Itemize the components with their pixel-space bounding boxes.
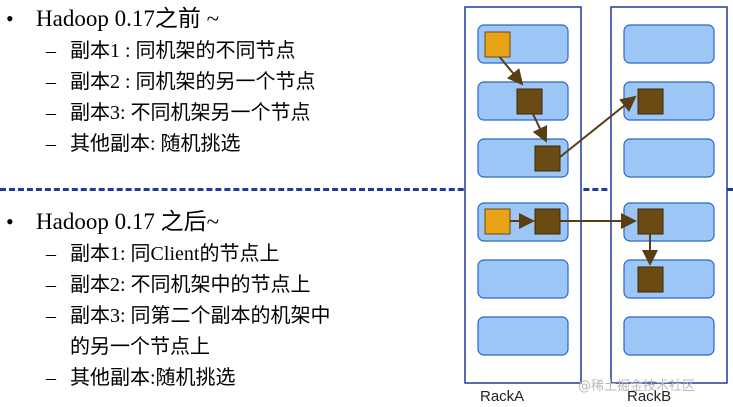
title-text: Hadoop 0.17 之后~ xyxy=(36,209,220,234)
item-text: 副本2 : 同机架的另一个节点 xyxy=(70,71,316,93)
watermark: @稀土掘金技术社区 xyxy=(578,379,696,394)
item-text: 其他副本:随机挑选 xyxy=(70,367,236,389)
section-before-title: • Hadoop 0.17之前 ~ xyxy=(0,2,440,36)
rack-b-node xyxy=(623,138,715,178)
rack-a-label: RackA xyxy=(480,388,525,405)
replica-block xyxy=(637,266,664,293)
replication-arrow xyxy=(531,111,548,143)
bullet-dot: • xyxy=(6,6,14,31)
list-item-continuation: 的另一个节点上 xyxy=(0,332,440,363)
rack-b-node xyxy=(623,24,715,64)
item-text: 的另一个节点上 xyxy=(70,336,210,358)
list-item: –副本1: 同Client的节点上 xyxy=(46,243,280,265)
rack-b-node xyxy=(623,316,715,356)
section-before: • Hadoop 0.17之前 ~ –副本1 : 同机架的不同节点 –副本2 :… xyxy=(0,2,440,160)
list-item: –其他副本: 随机挑选 xyxy=(46,133,241,155)
replica-block xyxy=(534,208,561,235)
replica-block xyxy=(516,88,543,115)
list-item: –副本3: 同第二个副本的机架中 xyxy=(46,305,331,327)
rack-b-label: RackB xyxy=(627,388,672,405)
replica-block xyxy=(534,145,561,172)
section-after-title: • Hadoop 0.17 之后~ xyxy=(0,205,440,239)
item-text: 副本3: 同第二个副本的机架中 xyxy=(70,305,331,327)
item-text: 副本2: 不同机架中的节点上 xyxy=(70,274,311,296)
list-item: –副本1 : 同机架的不同节点 xyxy=(46,40,296,62)
section-divider xyxy=(0,188,733,191)
item-text: 其他副本: 随机挑选 xyxy=(70,133,241,155)
rack-a-node xyxy=(477,316,569,356)
replication-arrow xyxy=(559,95,637,158)
client-replica xyxy=(484,31,511,58)
list-item: –其他副本:随机挑选 xyxy=(46,367,236,389)
replication-arrow xyxy=(497,54,524,86)
client-replica xyxy=(484,208,511,235)
item-text: 副本1 : 同机架的不同节点 xyxy=(70,40,296,62)
section-after: • Hadoop 0.17 之后~ –副本1: 同Client的节点上 –副本2… xyxy=(0,205,440,394)
rack-a-node xyxy=(477,259,569,299)
title-text: Hadoop 0.17之前 ~ xyxy=(36,6,220,31)
list-item: –副本2: 不同机架中的节点上 xyxy=(46,274,311,296)
replica-block xyxy=(637,88,664,115)
bullet-dot: • xyxy=(6,209,14,234)
list-item: –副本3: 不同机架另一个节点 xyxy=(46,102,311,124)
item-text: 副本1: 同Client的节点上 xyxy=(70,243,280,265)
item-text: 副本3: 不同机架另一个节点 xyxy=(70,102,311,124)
replica-block xyxy=(637,208,664,235)
list-item: –副本2 : 同机架的另一个节点 xyxy=(46,71,316,93)
